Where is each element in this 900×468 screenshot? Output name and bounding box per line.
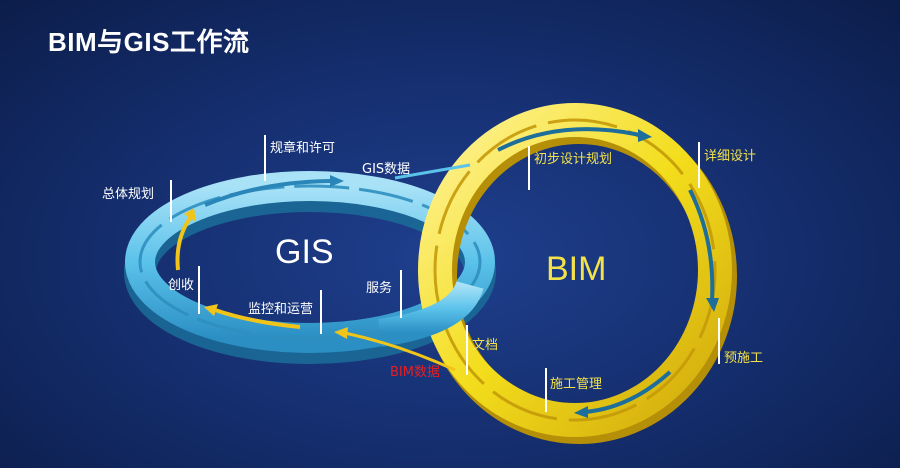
tick-monitoring-operations: [320, 290, 322, 334]
label-pre-construction: 预施工: [724, 351, 764, 366]
bim-flow-arrow-right: [688, 189, 715, 301]
label-revenue: 创收: [168, 278, 195, 293]
tick-overall-planning: [170, 180, 172, 222]
gis-flow-arrow-left: [175, 216, 192, 271]
tick-pre-construction: [718, 318, 720, 364]
label-documentation: 文档: [472, 338, 499, 353]
label-preliminary-design: 初步设计规划: [534, 152, 613, 167]
label-gis-data: GIS数据: [362, 162, 411, 177]
gis-ring: [124, 171, 496, 364]
label-overall-planning: 总体规划: [102, 187, 155, 202]
tick-services: [400, 270, 402, 318]
tick-documentation: [466, 325, 468, 375]
gis-ring-label: GIS: [275, 233, 334, 271]
tick-regulations-permits: [264, 135, 266, 181]
label-bim-data: BIM数据: [390, 365, 440, 380]
tick-detailed-design: [698, 142, 700, 188]
label-services: 服务: [366, 281, 393, 296]
bim-flow-arrow-bottom: [584, 370, 672, 414]
gis-flow-arrow-top: [204, 179, 331, 207]
label-monitoring-operations: 监控和运营: [248, 302, 314, 317]
bim-data-arrow: [344, 331, 456, 372]
label-construction-management: 施工管理: [550, 377, 603, 392]
gis-data-arrow: [394, 163, 471, 180]
tick-preliminary-design: [528, 146, 530, 190]
label-detailed-design: 详细设计: [704, 149, 757, 164]
bim-ring-label: BIM: [546, 250, 607, 288]
label-regulations-permits: 规章和许可: [270, 141, 336, 156]
tick-revenue: [198, 266, 200, 314]
bim-flow-arrow-top: [497, 127, 641, 152]
gis-ring-front: [377, 280, 484, 347]
tick-construction-management: [545, 368, 547, 412]
gis-flow-arrow-bottom: [214, 308, 301, 329]
page-title: BIM与GIS工作流: [48, 27, 250, 57]
bim-ring: [418, 103, 737, 444]
